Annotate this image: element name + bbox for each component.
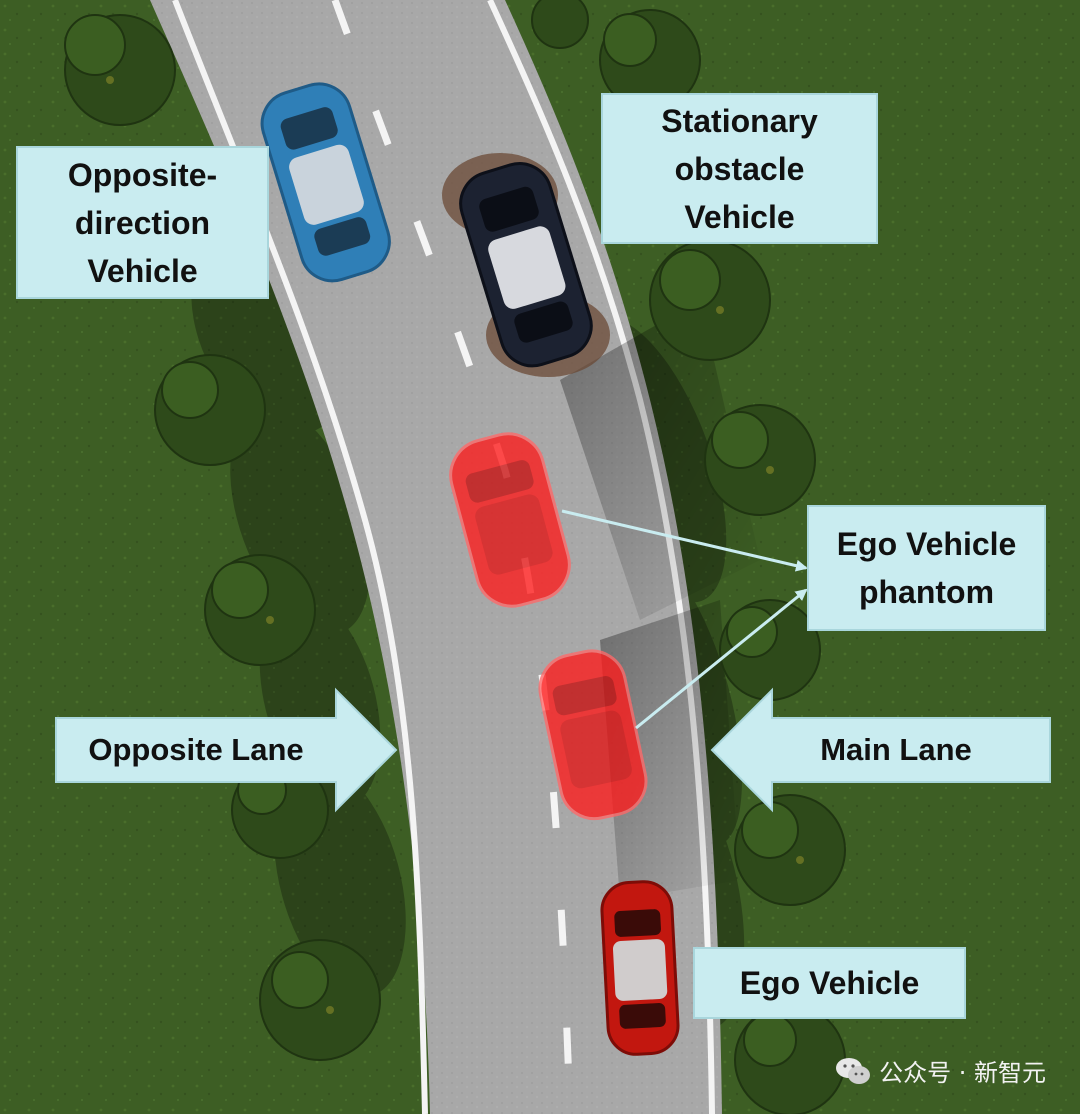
ego-vehicle-phantom-2: [538, 649, 648, 821]
ego-vehicle-phantom-label: Ego Vehicle phantom: [807, 505, 1046, 631]
ego-vehicle-label: Ego Vehicle: [693, 947, 966, 1019]
stationary-obstacle-vehicle-label: Stationary obstacle Vehicle: [601, 93, 878, 244]
opposite-direction-vehicle: [260, 82, 391, 283]
ego-vehicle-phantom-1: [449, 432, 571, 608]
opposite-direction-vehicle-label: Opposite- direction Vehicle: [16, 146, 269, 299]
wechat-icon: [836, 1057, 871, 1084]
phantom-pointer-line-2: [635, 588, 808, 730]
tree: [64, 0, 846, 1114]
opposite-lane-label: Opposite Lane: [88, 732, 304, 767]
main-lane-label: Main Lane: [820, 732, 972, 767]
road-shadow: [560, 300, 760, 620]
ego-vehicle: [600, 880, 680, 1056]
opposite-lane-arrow: [55, 687, 398, 813]
main-lane-arrow: [710, 687, 1051, 813]
phantom-pointer-line-1: [561, 509, 808, 572]
watermark: 公众号 · 新智元: [835, 1053, 1046, 1088]
trees: [64, 0, 846, 1114]
watermark-text: 公众号 · 新智元: [879, 1059, 1046, 1087]
road-shadow: [600, 600, 740, 900]
stationary-obstacle-vehicle: [442, 153, 610, 377]
